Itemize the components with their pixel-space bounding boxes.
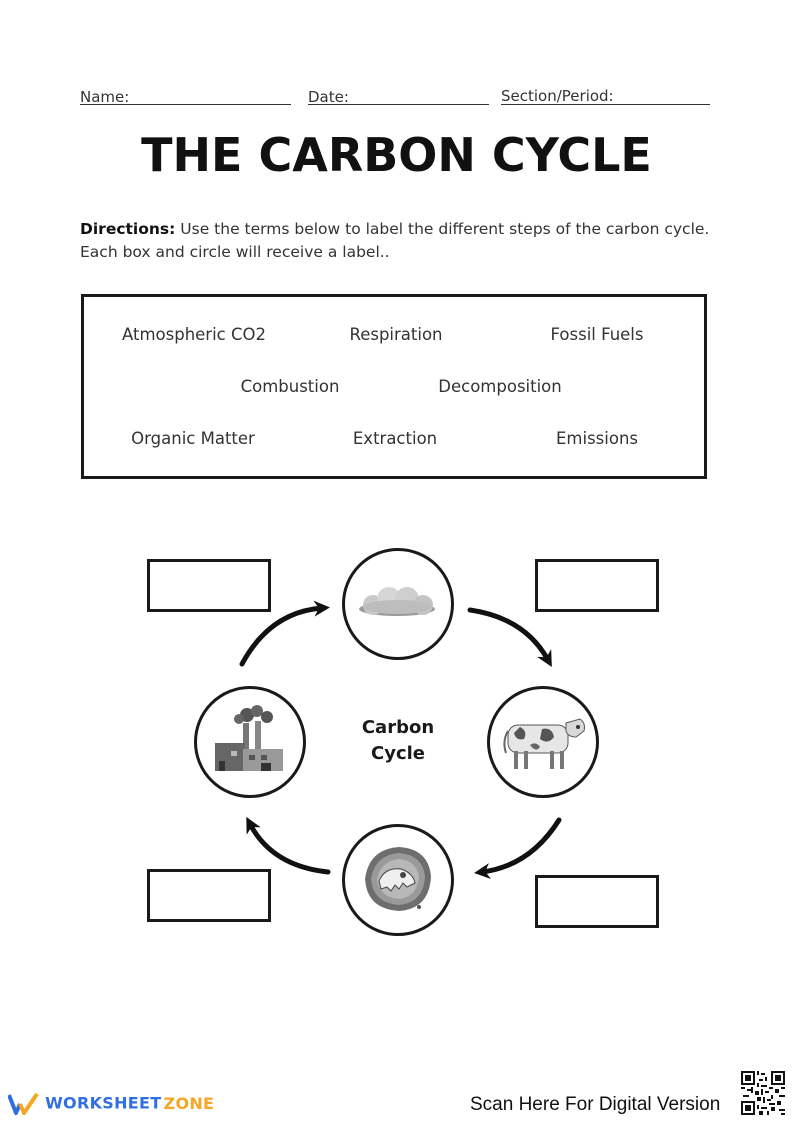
date-field-line[interactable] xyxy=(308,104,489,105)
cloud-icon xyxy=(359,587,435,616)
circle-top[interactable] xyxy=(342,548,454,660)
section-period-label: Section/Period: xyxy=(501,87,614,105)
worksheet-zone-logo-icon xyxy=(7,1092,39,1115)
directions-text: Directions: Use the terms below to label… xyxy=(80,218,720,264)
name-field-line[interactable] xyxy=(80,104,291,105)
scan-digital-version-text: Scan Here For Digital Version xyxy=(470,1094,721,1115)
diagram-center-label: Carbon Cycle xyxy=(333,715,463,767)
date-label: Date: xyxy=(308,88,349,106)
arrow-cloud-to-cow xyxy=(467,607,552,668)
brand-worksheet: WORKSHEET xyxy=(45,1093,162,1113)
term-combustion: Combustion xyxy=(240,377,340,396)
answer-box-bottom-right[interactable] xyxy=(535,875,659,928)
answer-box-top-left[interactable] xyxy=(147,559,271,612)
directions-line-1: Use the terms below to label the differe… xyxy=(175,220,710,238)
cow-icon xyxy=(503,718,585,769)
term-organic-matter: Organic Matter xyxy=(131,429,255,448)
name-label: Name: xyxy=(80,88,130,106)
arrow-fossil-to-factory xyxy=(246,816,331,875)
fossil-icon xyxy=(365,847,431,911)
arrow-cow-to-fossil xyxy=(474,817,562,879)
brand-zone: ZONE xyxy=(163,1093,215,1113)
worksheet-zone-logo[interactable]: WORKSHEET ZONE xyxy=(7,1092,215,1116)
center-label-line-1: Carbon xyxy=(361,717,435,738)
term-bank-box xyxy=(81,294,707,479)
arrow-factory-to-cloud xyxy=(239,600,330,667)
section-period-field-line[interactable] xyxy=(501,104,710,105)
factory-icon xyxy=(215,705,283,771)
term-emissions: Emissions xyxy=(555,429,639,448)
circle-right[interactable] xyxy=(487,686,599,798)
term-decomposition: Decomposition xyxy=(438,377,562,396)
term-fossil-fuels: Fossil Fuels xyxy=(550,325,644,344)
answer-box-top-right[interactable] xyxy=(535,559,659,612)
term-extraction: Extraction xyxy=(352,429,438,448)
term-respiration: Respiration xyxy=(349,325,443,344)
directions-line-2: Each box and circle will receive a label… xyxy=(80,243,390,261)
answer-box-bottom-left[interactable] xyxy=(147,869,271,922)
page-title: THE CARBON CYCLE xyxy=(141,128,652,182)
circle-bottom[interactable] xyxy=(342,824,454,936)
directions-label: Directions: xyxy=(80,220,176,238)
qr-code-icon[interactable] xyxy=(741,1071,785,1115)
center-label-line-2: Cycle xyxy=(371,743,425,764)
circle-left[interactable] xyxy=(194,686,306,798)
term-atmospheric-co2: Atmospheric CO2 xyxy=(121,325,267,344)
